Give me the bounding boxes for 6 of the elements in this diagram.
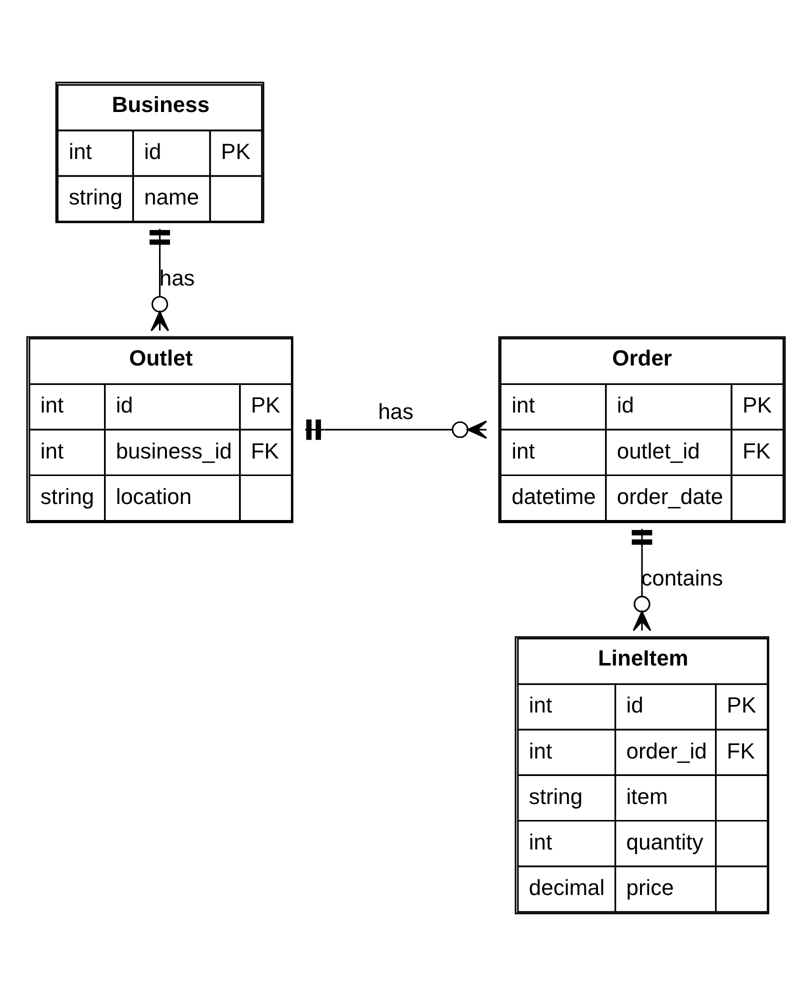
edge-label: contains bbox=[641, 565, 723, 590]
connector bbox=[150, 228, 170, 332]
connector bbox=[632, 528, 652, 632]
connector bbox=[305, 419, 488, 440]
edge-label: has bbox=[378, 398, 414, 424]
edge-label: has bbox=[159, 265, 195, 290]
